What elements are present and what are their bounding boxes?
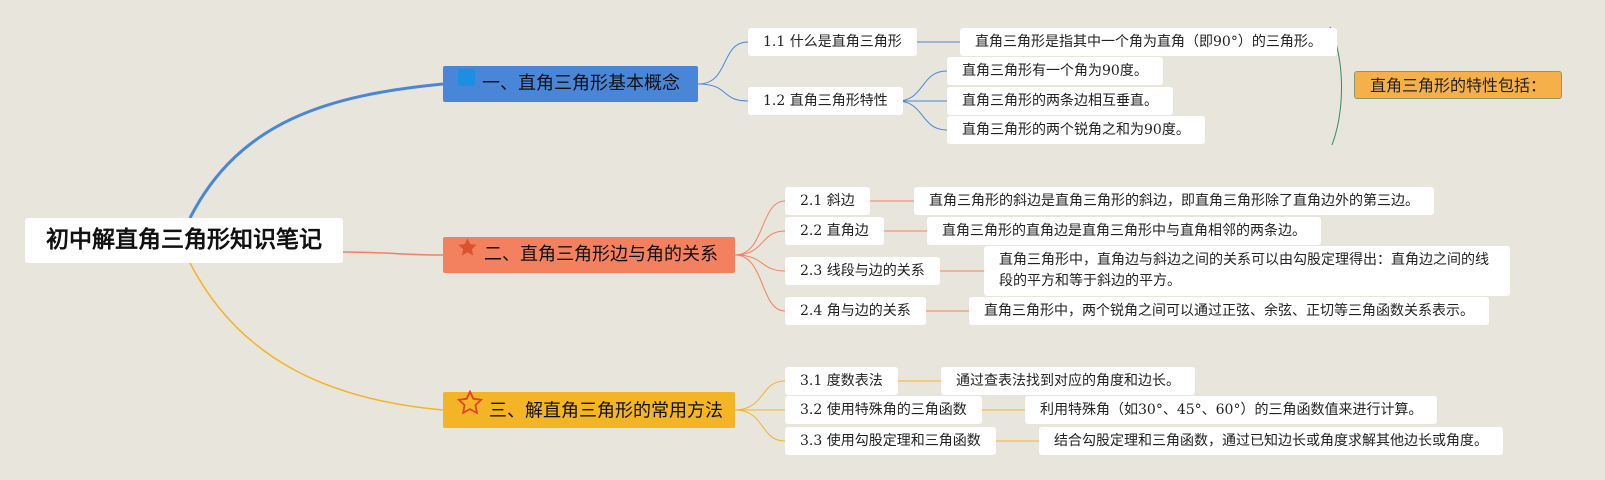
subtopic-3-1[interactable]: 3.1 度数表法 [785,367,898,395]
star-outline-icon [456,389,484,429]
detail-1-2-1[interactable]: 直角三角形有一个角为90度。 [947,57,1163,85]
subtopic-3-2[interactable]: 3.2 使用特殊角的三角函数 [785,396,982,424]
detail-2-2-1[interactable]: 直角三角形的直角边是直角三角形中与直角相邻的两条边。 [927,217,1321,245]
detail-2-3-1[interactable]: 直角三角形中，直角边与斜边之间的关系可以由勾股定理得出：直角边之间的线段的平方和… [984,246,1510,296]
blue-square-icon [457,64,476,100]
link-b1-s11 [697,41,749,85]
branch-basic-concepts[interactable]: 一、直角三角形基本概念 [443,66,698,102]
detail-3-2-1[interactable]: 利用特殊角（如30°、45°、60°）的三角函数值来进行计算。 [1025,396,1438,424]
detail-2-1-1[interactable]: 直角三角形的斜边是直角三角形的斜边，即直角三角形除了直角边外的第三边。 [914,187,1434,215]
branch-methods[interactable]: 三、解直角三角形的常用方法 [443,389,735,429]
link-s12-d1 [896,70,948,102]
branch-label: 三、解直角三角形的常用方法 [489,400,723,422]
summary-node[interactable]: 直角三角形的特性包括： [1354,71,1562,99]
link-b2-s21 [734,200,786,256]
link-root-b3 [189,262,444,411]
link-b1-s12 [697,83,749,102]
star-icon [457,235,478,271]
link-s12-d3 [896,100,948,131]
detail-2-4-1[interactable]: 直角三角形中，两个锐角之间可以通过正弦、余弦、正切等三角函数关系表示。 [969,297,1489,325]
link-b3-s33 [734,409,786,442]
subtopic-2-4[interactable]: 2.4 角与边的关系 [785,297,926,325]
subtopic-1-1[interactable]: 1.1 什么是直角三角形 [748,28,917,56]
subtopic-1-2[interactable]: 1.2 直角三角形特性 [748,87,903,115]
subtopic-3-3[interactable]: 3.3 使用勾股定理和三角函数 [785,427,996,455]
detail-1-2-2[interactable]: 直角三角形的两条边相互垂直。 [947,87,1173,115]
branch-label: 一、直角三角形基本概念 [482,73,680,94]
detail-1-2-3[interactable]: 直角三角形的两个锐角之和为90度。 [947,116,1205,144]
subtopic-2-3[interactable]: 2.3 线段与边的关系 [785,257,940,285]
link-root-b2 [342,251,444,256]
root-topic[interactable]: 初中解直角三角形知识笔记 [25,218,343,263]
detail-1-1-1[interactable]: 直角三角形是指其中一个角为直角（即90°）的三角形。 [960,28,1337,56]
subtopic-2-1[interactable]: 2.1 斜边 [785,187,870,215]
branch-sides-angles[interactable]: 二、直角三角形边与角的关系 [443,237,735,273]
link-b2-s23 [734,254,786,272]
detail-3-3-1[interactable]: 结合勾股定理和三角函数，通过已知边长或角度求解其他边长或角度。 [1039,427,1503,455]
link-b2-s22 [734,230,786,256]
subtopic-2-2[interactable]: 2.2 直角边 [785,217,884,245]
link-b3-s31 [734,380,786,411]
link-b2-s24 [734,254,786,312]
detail-3-1-1[interactable]: 通过查表法找到对应的角度和边长。 [941,367,1195,395]
link-root-b1 [188,82,444,219]
branch-label: 二、直角三角形边与角的关系 [484,244,718,265]
